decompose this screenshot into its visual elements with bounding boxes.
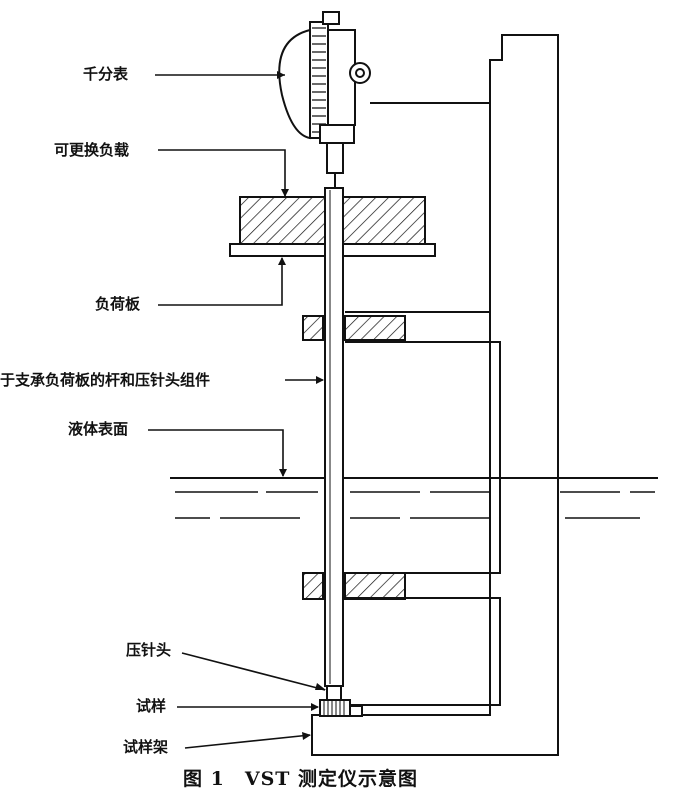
label-indenter: 压针头 (126, 641, 172, 659)
dial-gauge-bezel (309, 21, 329, 139)
upper-arm (345, 102, 491, 313)
specimen-holder-step (349, 705, 363, 717)
figure-caption: 图 1 VST 测定仪示意图 (183, 768, 419, 790)
label-liquid-surface: 液体表面 (68, 420, 129, 438)
frame (311, 34, 559, 756)
liquid-dashes (175, 491, 655, 519)
lower-clamp-right (344, 572, 406, 600)
dial-gauge-face (278, 28, 311, 140)
lower-clamp-left (302, 572, 324, 600)
lower-arm (345, 597, 501, 706)
indenter-tip (326, 685, 342, 701)
leader-indenter (181, 652, 326, 691)
label-rod-assembly: 于支承负荷板的杆和压针头组件 (0, 371, 211, 389)
leader-liquid (148, 429, 284, 476)
label-specimen-holder: 试样架 (123, 738, 169, 756)
label-specimen: 试样 (136, 697, 167, 715)
upper-clamp-right (344, 315, 406, 341)
middle-arm (345, 341, 501, 574)
leader-plate (158, 258, 283, 306)
upper-clamp-left (302, 315, 324, 341)
label-changeable-load: 可更换负载 (54, 141, 130, 159)
label-dial-gauge: 千分表 (83, 65, 129, 83)
label-load-plate: 负荷板 (95, 295, 141, 313)
rod (324, 187, 344, 687)
leader-load (158, 149, 286, 196)
leader-holder (184, 734, 311, 749)
